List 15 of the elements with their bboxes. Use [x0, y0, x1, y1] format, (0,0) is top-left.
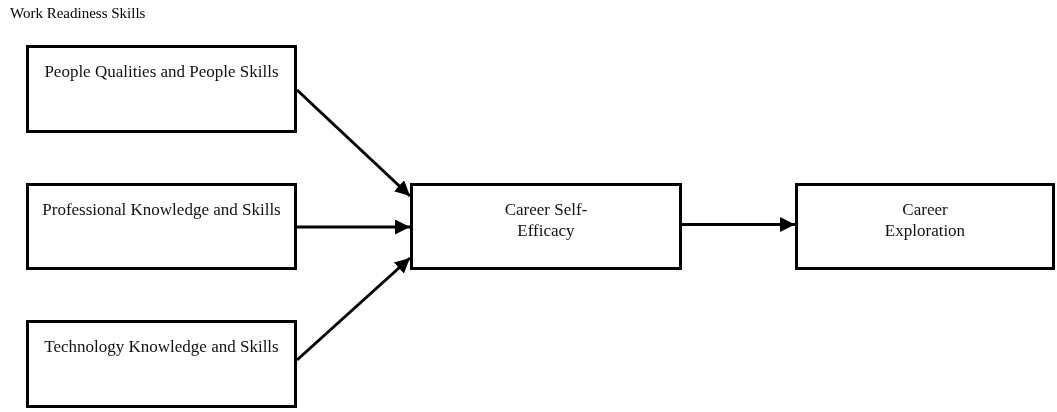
arrow [296, 256, 411, 362]
process-box [410, 183, 682, 270]
process-box [26, 320, 297, 408]
arrow [682, 217, 795, 232]
arrow [297, 219, 410, 235]
title: Work Readiness Skills [10, 5, 146, 22]
box-label: Career Exploration [883, 199, 967, 241]
process-box [26, 45, 297, 133]
box-label: Technology Knowledge and Skills [44, 336, 279, 357]
process-box [26, 183, 297, 270]
box-label: People Qualities and People Skills [44, 61, 279, 82]
box-label: Professional Knowledge and Skills [42, 199, 281, 220]
arrow [295, 88, 412, 198]
process-box [795, 183, 1055, 270]
box-label: Career Self-Efficacy [503, 199, 589, 241]
